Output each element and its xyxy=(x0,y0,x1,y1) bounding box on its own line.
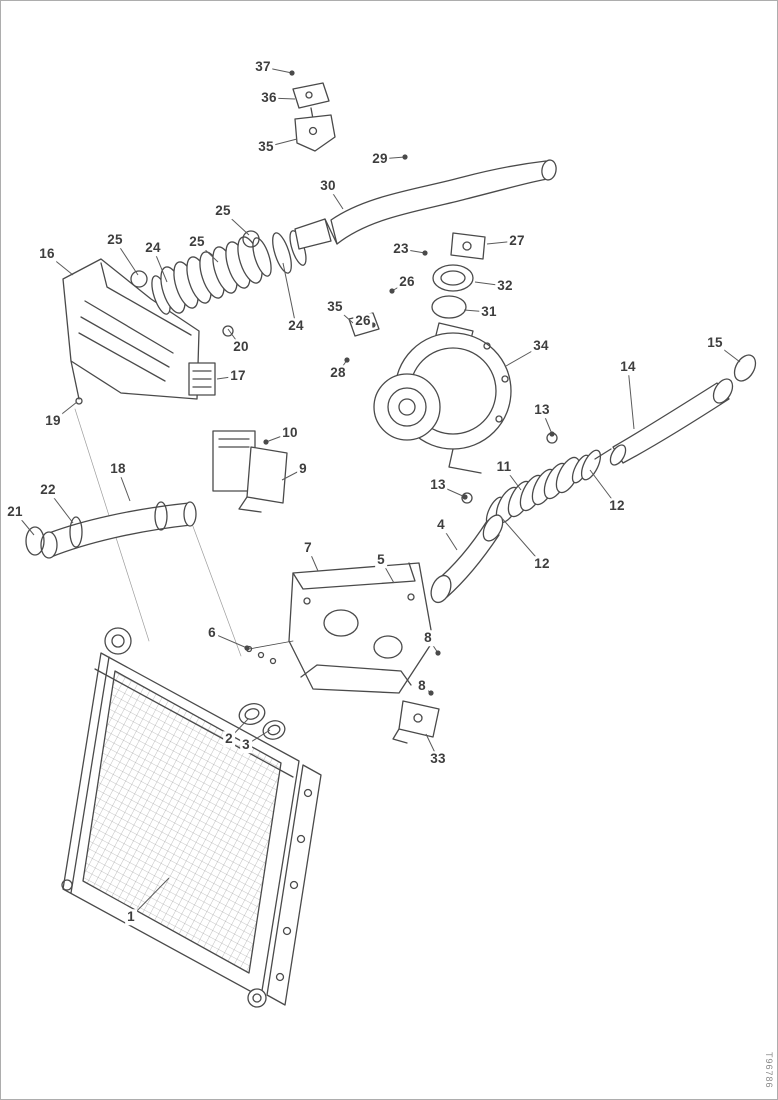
outlet-pipe-art xyxy=(594,354,757,466)
leader-line-23 xyxy=(400,248,426,254)
leader-line-14 xyxy=(627,366,635,430)
leader-line-15 xyxy=(714,342,741,363)
top-brackets-art xyxy=(292,82,336,152)
upper-duct-art xyxy=(324,159,557,245)
leader-line-12 xyxy=(589,469,618,507)
leader-line-19 xyxy=(52,401,78,422)
bellows-hose-art xyxy=(130,230,307,337)
leader-line-30 xyxy=(327,185,344,210)
fastener-dot-13 xyxy=(462,494,468,500)
leader-line-10 xyxy=(265,432,291,443)
leader-line-5 xyxy=(380,559,395,584)
leader-line-26 xyxy=(391,281,408,292)
leader-line-35 xyxy=(265,138,298,148)
leader-line-31 xyxy=(463,309,490,313)
leader-line-29 xyxy=(379,156,406,160)
leader-line-16 xyxy=(46,253,74,276)
manifold-art xyxy=(245,562,434,694)
leader-line-25 xyxy=(196,241,219,263)
leader-line-9 xyxy=(281,468,304,481)
turbocharger-art xyxy=(373,322,512,474)
leader-line-24 xyxy=(152,247,168,283)
center-brackets-art xyxy=(212,430,288,513)
support-bracket-art xyxy=(392,700,440,744)
leader-line-36 xyxy=(268,97,296,100)
leader-line-34 xyxy=(505,345,542,367)
fastener-dot-10 xyxy=(263,439,269,445)
leader-line-13 xyxy=(541,409,553,435)
turbo-hose-art xyxy=(461,432,602,526)
leader-line-25 xyxy=(222,210,250,236)
leader-line-18 xyxy=(117,468,131,502)
fastener-dot-13 xyxy=(549,431,555,437)
leader-line-20 xyxy=(227,328,242,348)
fastener-dot-28 xyxy=(344,357,350,363)
fastener-dot-8 xyxy=(435,650,441,656)
leader-line-11 xyxy=(503,466,522,491)
leader-line-2 xyxy=(228,718,249,740)
leader-line-21 xyxy=(14,511,35,536)
leader-line-37 xyxy=(262,66,293,74)
leader-line-3 xyxy=(245,729,271,746)
intercooler-hoses-art xyxy=(238,703,286,740)
leader-line-7 xyxy=(307,547,319,572)
leader-line-4 xyxy=(440,524,458,551)
fastener-dot-26 xyxy=(389,288,395,294)
leader-line-13 xyxy=(437,484,466,498)
figure-code: T96786 xyxy=(764,1052,774,1089)
leader-line-17 xyxy=(216,375,239,380)
fastener-dot-29 xyxy=(402,154,408,160)
leader-line-33 xyxy=(425,733,439,760)
leader-line-35 xyxy=(334,306,354,324)
leader-line-27 xyxy=(486,240,518,245)
fastener-dot-26 xyxy=(370,322,376,328)
leader-line-22 xyxy=(47,489,74,524)
fastener-dot-23 xyxy=(422,250,428,256)
leader-line-32 xyxy=(474,281,506,287)
leader-line-24 xyxy=(282,262,297,327)
fastener-dot-37 xyxy=(289,70,295,76)
fastener-dot-6 xyxy=(244,645,250,651)
heat-shield-art xyxy=(62,258,216,405)
leader-line-25 xyxy=(114,239,139,276)
leader-line-12 xyxy=(499,515,543,565)
leader-line-6 xyxy=(211,632,248,649)
leader-line-8 xyxy=(427,637,439,654)
fastener-dot-8 xyxy=(428,690,434,696)
leader-line-1 xyxy=(130,877,170,918)
lower-left-tube-art xyxy=(25,501,197,559)
